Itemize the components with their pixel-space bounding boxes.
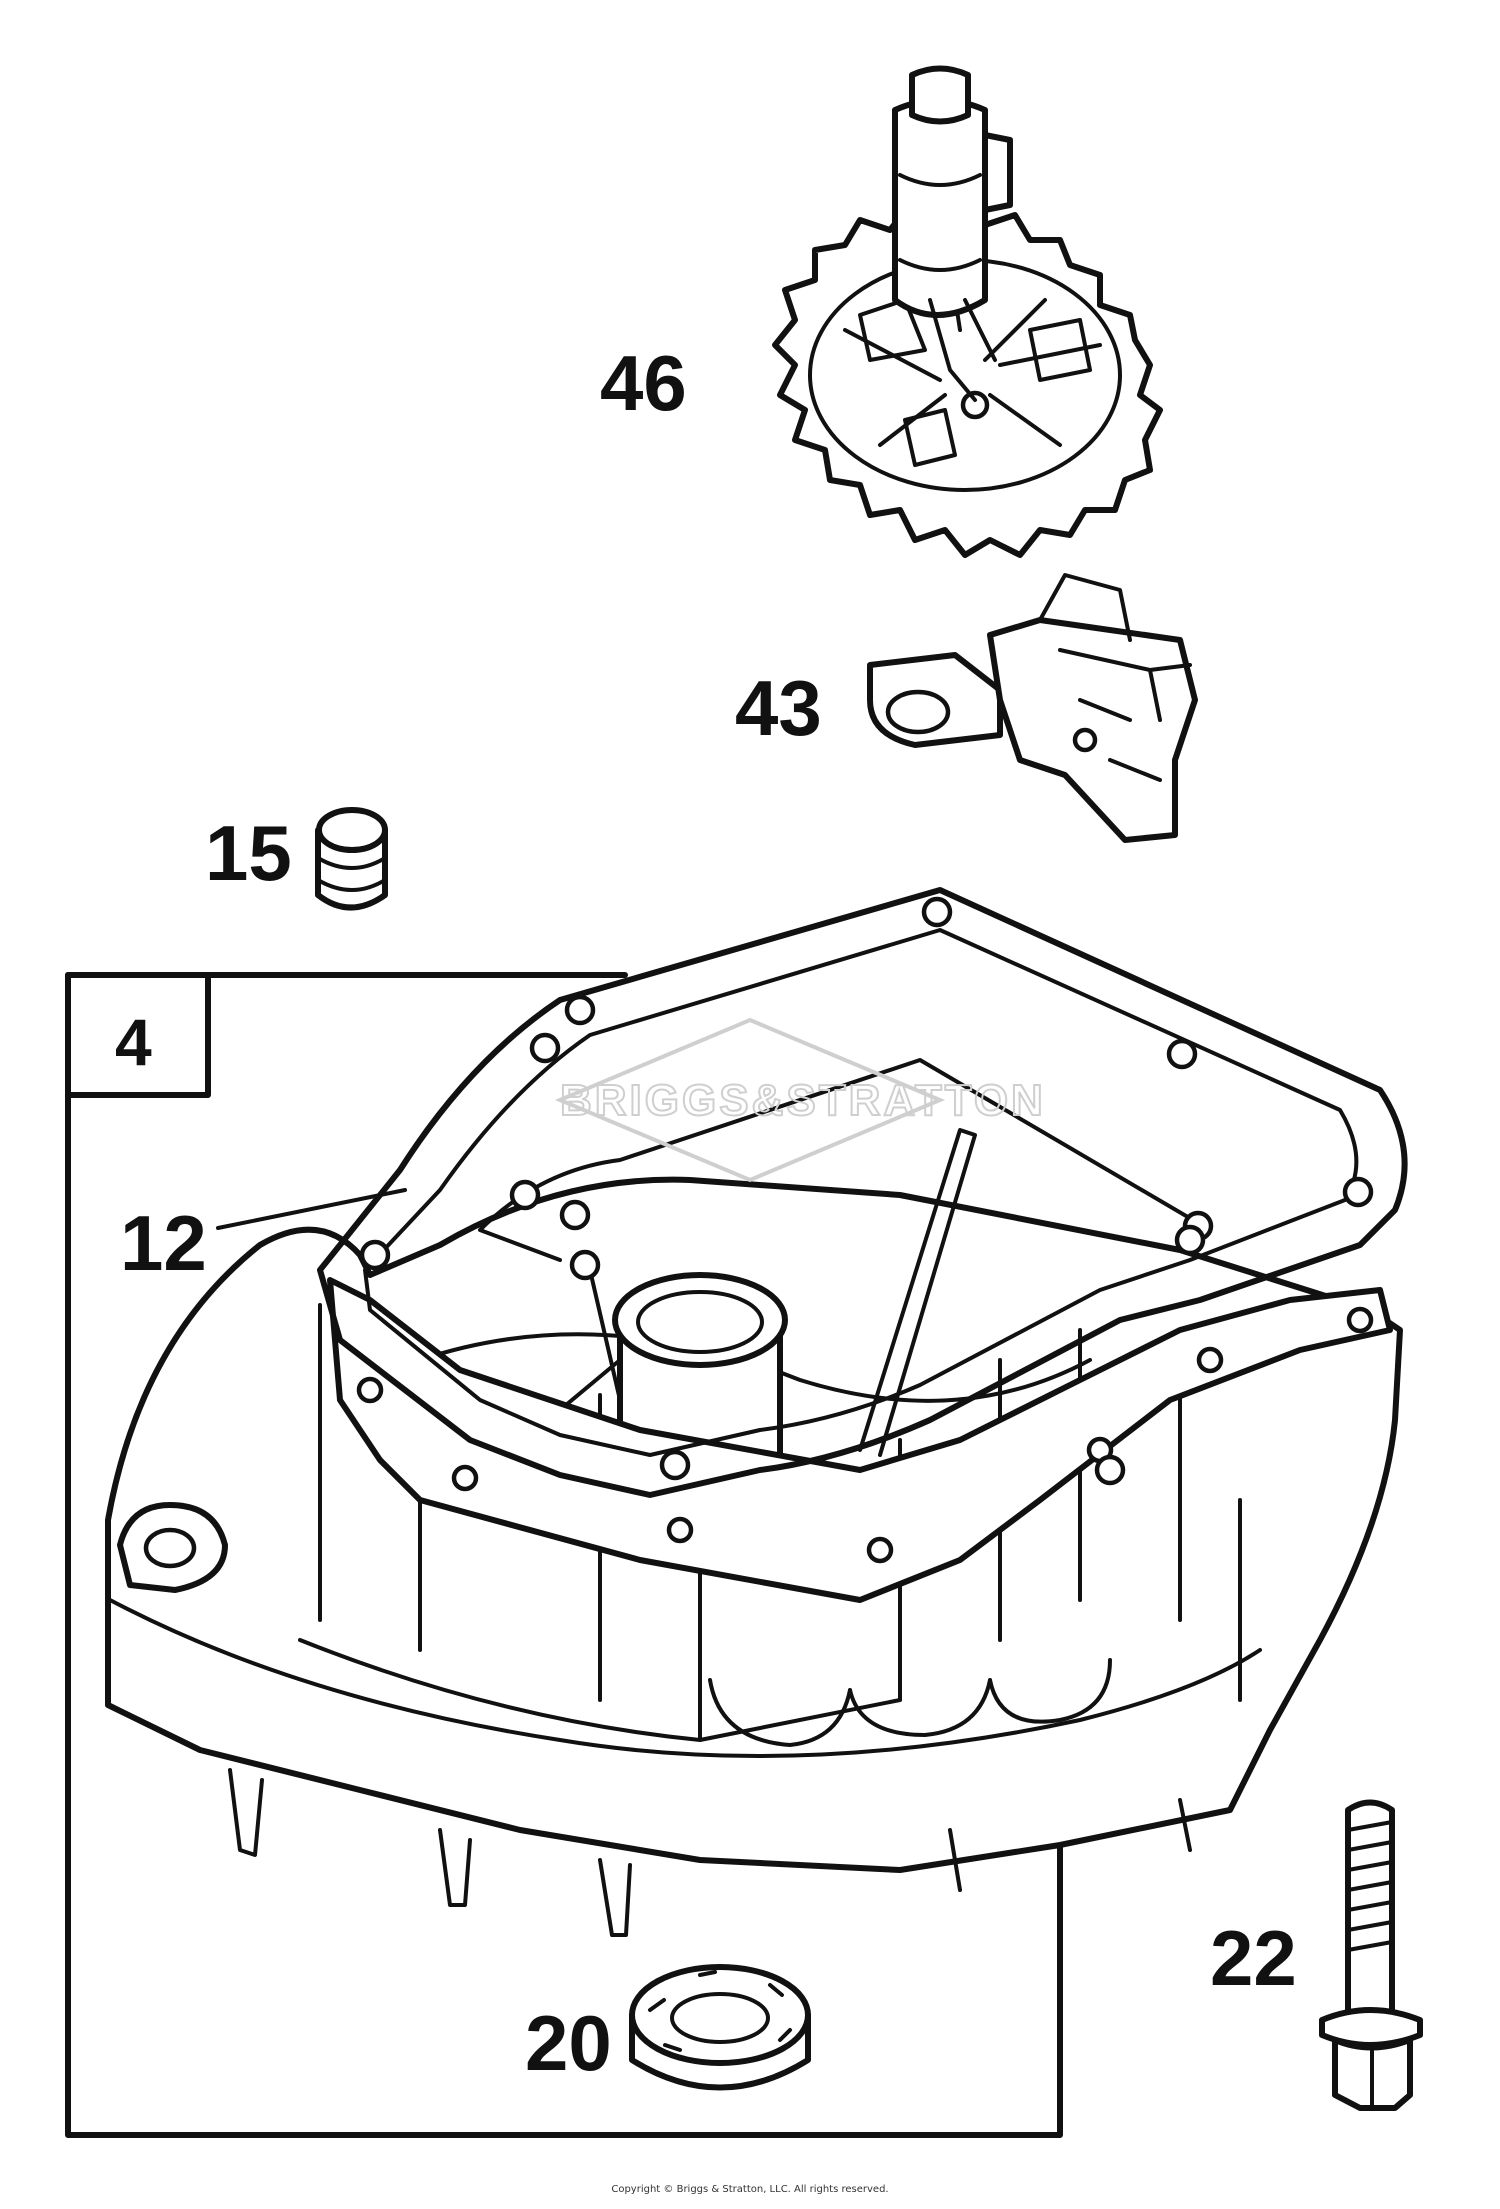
- gasket-hole-1: [564, 994, 596, 1026]
- gear-hub: [960, 390, 990, 420]
- part-46-gear-shaft: [772, 65, 1163, 558]
- bracket-hole: [885, 689, 951, 735]
- callout-43: 43: [735, 664, 822, 752]
- copyright-text: Copyright © Briggs & Stratton, LLC. All …: [611, 2184, 888, 2195]
- part-43-bracket: [867, 573, 1198, 843]
- kit-label-box: [65, 972, 211, 1098]
- watermark-text: BRIGGS&STRATTON: [560, 1076, 1046, 1125]
- seal-top: [629, 1964, 811, 2066]
- leader-line-12: [216, 1188, 407, 1230]
- part-20-seal: [629, 1964, 811, 2091]
- watermark-logo: BRIGGS&STRATTON: [554, 1017, 1046, 1183]
- gasket-hole-4: [1166, 1038, 1198, 1070]
- part-15-plug: [315, 807, 388, 911]
- shaft-flyweight: [982, 132, 1013, 213]
- shaft-body: [892, 97, 988, 318]
- flange-hole-7: [1346, 1306, 1374, 1334]
- plug-ribs: [316, 856, 387, 892]
- shaft-link: [928, 298, 997, 402]
- gasket-hole-7: [1174, 1224, 1206, 1256]
- sump-inner-ribs: [418, 1128, 1092, 1462]
- gasket-hole-11: [659, 1449, 691, 1481]
- shaft-rings: [898, 173, 982, 272]
- seal-marks: [648, 1970, 792, 2052]
- gasket-hole-5: [1342, 1176, 1374, 1208]
- sump-housing: [105, 1128, 1403, 1937]
- sump-lobes: [708, 1658, 1112, 1747]
- gasket-outer: [317, 887, 1408, 1498]
- plug-top: [316, 807, 388, 853]
- gasket-hole-10: [559, 1199, 591, 1231]
- bracket-body: [987, 617, 1198, 843]
- oil-bore-inner: [636, 1290, 764, 1354]
- seal-bore: [670, 1992, 770, 2044]
- callout-22: 22: [1210, 1914, 1297, 2002]
- gasket-hole-9: [359, 1239, 391, 1271]
- bracket-detail: [1038, 573, 1192, 782]
- ear-hole: [143, 1527, 197, 1569]
- gasket-hole-3: [921, 896, 953, 928]
- shaft-tip: [909, 65, 971, 125]
- part-22-bolt: [1319, 1799, 1423, 2111]
- callout-12: 12: [120, 1199, 207, 1287]
- flange-hole-3: [666, 1516, 694, 1544]
- flange-hole-2: [451, 1464, 479, 1492]
- callout-20: 20: [525, 1999, 612, 2087]
- part-12-gasket: [317, 887, 1408, 1498]
- sump-fins: [108, 1598, 1262, 1937]
- gasket-hole-12: [1094, 1454, 1126, 1486]
- flange-hole-1: [356, 1376, 384, 1404]
- kit-box: [65, 972, 1063, 2138]
- kit-frame: [65, 972, 1063, 2138]
- callout-4: 4: [115, 1005, 152, 1079]
- flange-hole-4: [866, 1536, 894, 1564]
- watermark-diamond: [554, 1017, 946, 1183]
- bolt-threads: [1346, 1820, 1394, 1952]
- gasket-hole-8: [509, 1179, 541, 1211]
- flange-hole-6: [1196, 1346, 1224, 1374]
- gasket-hole-13: [569, 1249, 601, 1281]
- gasket-window: [478, 1058, 1212, 1262]
- sump-flange: [327, 1277, 1393, 1603]
- callout-15: 15: [205, 809, 292, 897]
- gasket-hole-2: [529, 1032, 561, 1064]
- gear-web-openings: [858, 298, 1092, 467]
- bracket-pin: [1072, 727, 1098, 753]
- callout-46: 46: [600, 339, 687, 427]
- bolt-shank: [1345, 1799, 1395, 2018]
